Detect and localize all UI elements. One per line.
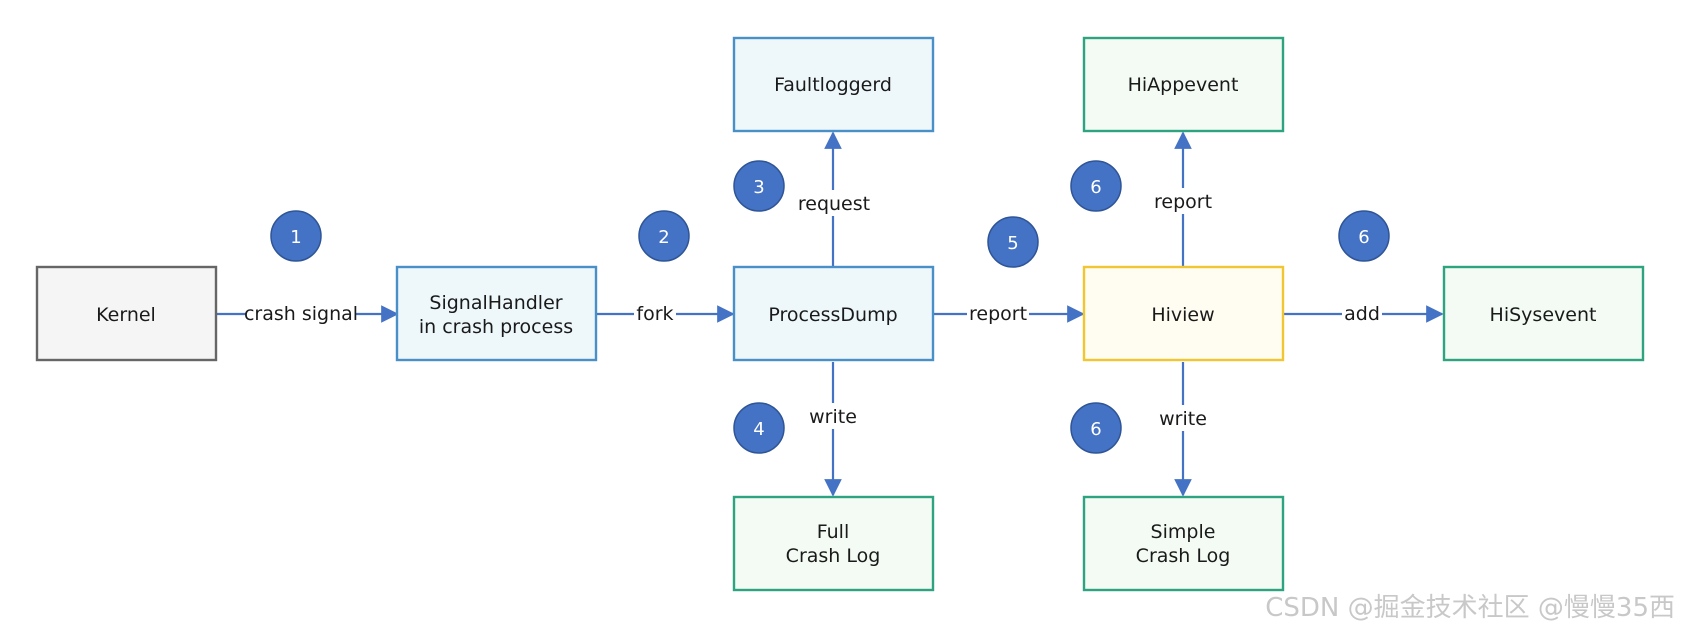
node-processdump-label: ProcessDump: [768, 304, 897, 326]
step-badge-3: 3: [733, 160, 785, 212]
svg-text:4: 4: [753, 419, 764, 440]
step-badge-6-bottom: 6: [1070, 402, 1122, 454]
node-signal-handler-label-2: in crash process: [419, 316, 573, 338]
node-processdump: ProcessDump: [732, 265, 935, 362]
node-hiview: Hiview: [1082, 265, 1285, 362]
node-hisysevent: HiSysevent: [1442, 265, 1645, 362]
edge-label-crash-signal: crash signal: [244, 303, 358, 325]
step-badge-6-top: 6: [1070, 160, 1122, 212]
node-faultloggerd-label: Faultloggerd: [774, 74, 892, 96]
node-hiappevent-label: HiAppevent: [1128, 74, 1239, 96]
svg-text:2: 2: [658, 227, 669, 248]
node-faultloggerd: Faultloggerd: [732, 36, 935, 133]
svg-text:1: 1: [290, 227, 301, 248]
step-badge-6-right: 6: [1338, 210, 1390, 262]
step-badge-2: 2: [638, 210, 690, 262]
node-full-crash-log-label-2: Crash Log: [786, 545, 881, 567]
edge-label-request: request: [798, 193, 870, 215]
svg-text:6: 6: [1358, 227, 1369, 248]
edge-label-write-full: write: [809, 406, 857, 428]
node-signal-handler-label-1: SignalHandler: [429, 292, 562, 314]
node-hisysevent-label: HiSysevent: [1490, 304, 1597, 326]
node-hiview-label: Hiview: [1151, 304, 1214, 326]
step-badge-4: 4: [733, 402, 785, 454]
edge-label-report-hiappevent: report: [1154, 191, 1212, 213]
step-badge-5: 5: [987, 216, 1039, 268]
node-signal-handler: SignalHandler in crash process: [395, 265, 598, 362]
svg-text:5: 5: [1007, 233, 1018, 254]
edge-label-add: add: [1344, 303, 1380, 325]
node-kernel: Kernel: [35, 265, 218, 362]
edge-labels: crash signal fork request write report r…: [244, 188, 1382, 431]
svg-text:6: 6: [1090, 177, 1101, 198]
edge-label-fork: fork: [636, 303, 673, 325]
edge-label-write-simple: write: [1159, 408, 1207, 430]
watermark: CSDN @掘金技术社区 @慢慢35西: [1265, 593, 1675, 623]
node-kernel-label: Kernel: [96, 304, 156, 326]
node-full-crash-log-label-1: Full: [817, 521, 850, 543]
edge-label-report-hiview: report: [969, 303, 1027, 325]
step-badges: 1 2 3 4 5 6 6 6: [270, 160, 1390, 454]
svg-text:6: 6: [1090, 419, 1101, 440]
nodes: Kernel SignalHandler in crash process Pr…: [35, 36, 1645, 592]
node-simple-crash-log: Simple Crash Log: [1082, 495, 1285, 592]
svg-text:3: 3: [753, 177, 764, 198]
node-simple-crash-log-label-2: Crash Log: [1136, 545, 1231, 567]
node-full-crash-log: Full Crash Log: [732, 495, 935, 592]
step-badge-1: 1: [270, 210, 322, 262]
node-hiappevent: HiAppevent: [1082, 36, 1285, 133]
node-simple-crash-log-label-1: Simple: [1151, 521, 1216, 543]
